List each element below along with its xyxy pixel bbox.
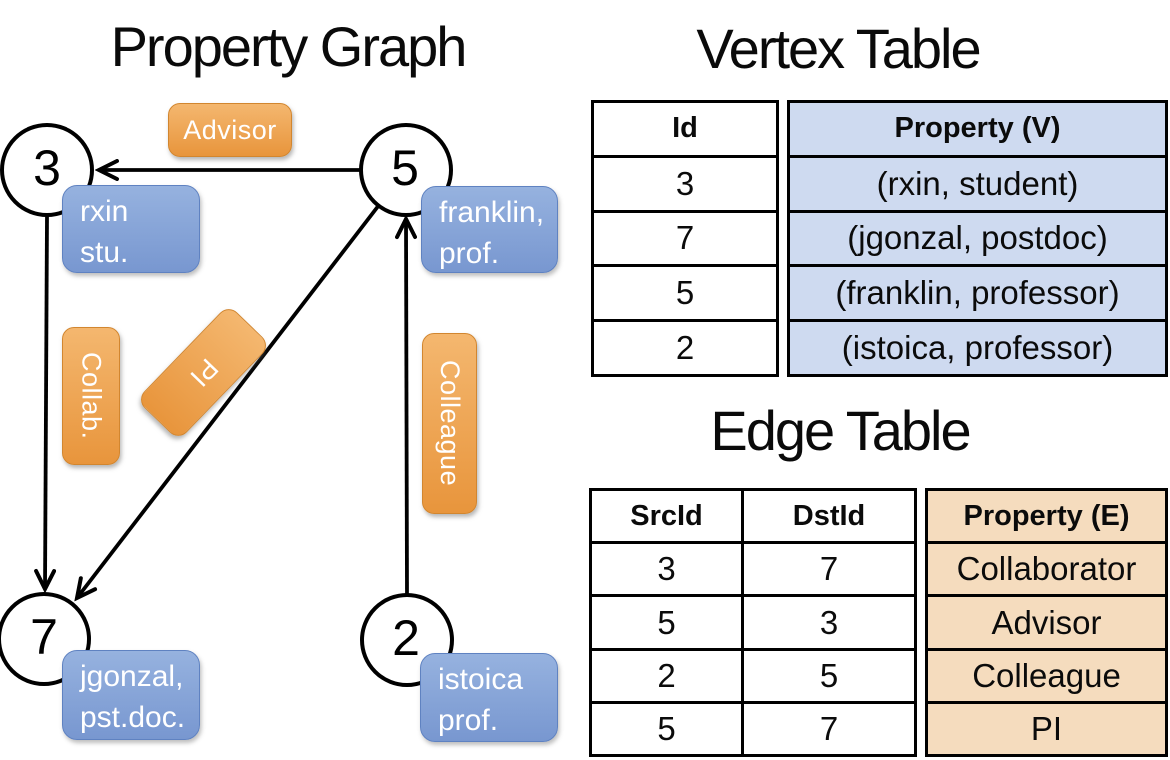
edge-src-cell: 5: [592, 700, 741, 754]
vertex-prop-3-line2: stu.: [80, 236, 129, 269]
vertex-property-cell: (jgonzal, postdoc): [790, 209, 1165, 265]
edge-table-id-columns: SrcId 3 5 2 5 DstId 7 3 5 7: [589, 488, 917, 757]
vertex-id-cell: 3: [594, 154, 776, 210]
edge-property-cell: Advisor: [928, 594, 1165, 648]
node-5-id: 5: [391, 140, 419, 196]
vertex-id-cell: 2: [594, 319, 776, 374]
edge-colleague-line: [406, 219, 407, 596]
edge-label-colleague: Colleague: [422, 333, 477, 514]
edge-table-dst-column: DstId 7 3 5 7: [741, 491, 914, 754]
edge-dst-header: DstId: [792, 499, 866, 532]
edge-label-collab: Collab.: [62, 327, 120, 465]
edge-table-property-column: Property (E) Collaborator Advisor Collea…: [925, 488, 1168, 757]
vertex-prop-7-line2: pst.doc.: [80, 701, 186, 734]
vertex-prop-3-line1: rxin: [80, 195, 129, 228]
vertex-prop-2-line1: istoica: [438, 663, 524, 696]
edge-table-title: Edge Table: [710, 399, 971, 462]
edge-table-src-column: SrcId 3 5 2 5: [592, 491, 741, 754]
edge-property-cell: Collaborator: [928, 541, 1165, 595]
vertex-property-header: Property (V): [790, 103, 1165, 155]
vertex-prop-2: istoica prof.: [420, 653, 558, 742]
vertex-property-cell: (franklin, professor): [790, 264, 1165, 320]
edge-collab-line: [45, 215, 47, 589]
vertex-table-title: Vertex Table: [696, 17, 981, 80]
edge-property-cell: Colleague: [928, 647, 1165, 701]
vertex-id-cell: 7: [594, 209, 776, 265]
vertex-table-id-column: Id 3 7 5 2: [591, 100, 779, 377]
edge-dst-cell: 7: [744, 541, 914, 594]
vertex-prop-3: rxin stu.: [62, 185, 200, 273]
vertex-id-cell: 5: [594, 264, 776, 319]
edge-property-cell: PI: [928, 700, 1165, 755]
edge-property-header: Property (E): [928, 491, 1165, 542]
edge-dst-cell: 7: [744, 700, 914, 754]
node-3-id: 3: [33, 140, 61, 196]
vertex-prop-7-line1: jgonzal,: [80, 660, 184, 693]
edge-pi-line: [77, 203, 381, 598]
edge-src-cell: 2: [592, 647, 741, 701]
node-7-id: 7: [30, 609, 58, 665]
vertex-prop-5-line1: franklin,: [439, 196, 545, 229]
vertex-id-header: Id: [672, 112, 698, 145]
edge-src-header: SrcId: [630, 499, 703, 532]
edge-label-advisor: Advisor: [168, 103, 292, 157]
edge-src-cell: 5: [592, 594, 741, 647]
vertex-prop-5: franklin, prof.: [421, 186, 558, 273]
edge-src-cell: 3: [592, 541, 741, 594]
vertex-prop-7: jgonzal, pst.doc.: [62, 650, 200, 740]
vertex-property-cell: (istoica, professor): [790, 319, 1165, 374]
edge-table: SrcId 3 5 2 5 DstId 7 3 5 7 Property (E)…: [589, 488, 1168, 757]
vertex-property-cell: (rxin, student): [790, 154, 1165, 210]
vertex-prop-2-line2: prof.: [438, 704, 499, 737]
node-2-id: 2: [392, 610, 420, 666]
vertex-table: Id 3 7 5 2 Property (V) (rxin, student) …: [591, 100, 1168, 377]
graph-canvas: [0, 123, 454, 687]
edge-dst-cell: 3: [744, 594, 914, 647]
edge-dst-cell: 5: [744, 647, 914, 701]
property-graph-title: Property Graph: [110, 15, 468, 78]
vertex-prop-5-line2: prof.: [439, 237, 500, 270]
vertex-table-property-column: Property (V) (rxin, student) (jgonzal, p…: [787, 100, 1168, 377]
